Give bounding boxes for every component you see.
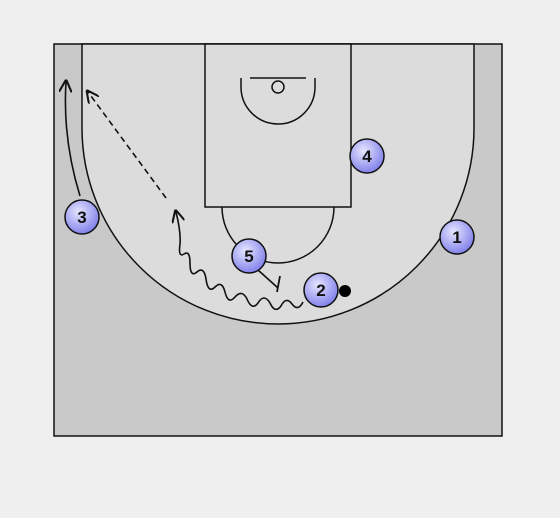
rim [271, 80, 285, 94]
pass-arrow [88, 92, 167, 199]
basketball [339, 285, 351, 297]
player-3[interactable]: 3 [64, 199, 100, 235]
svg-text:1: 1 [452, 228, 461, 247]
screen-bar-player-5 [276, 275, 281, 293]
svg-text:4: 4 [362, 147, 372, 166]
restricted-area-arc [240, 78, 316, 125]
screen-path-player-5 [257, 269, 279, 289]
dribble-arrow-player-2 [176, 212, 304, 311]
player-5[interactable]: 5 [231, 238, 267, 274]
svg-text:2: 2 [316, 281, 325, 300]
svg-text:3: 3 [77, 208, 86, 227]
free-throw-circle [221, 206, 335, 264]
svg-text:5: 5 [244, 247, 253, 266]
player-2[interactable]: 2 [303, 272, 339, 308]
player-4[interactable]: 4 [349, 138, 385, 174]
cut-arrow-player-3 [65, 82, 81, 197]
free-throw-lane [204, 43, 352, 208]
player-1[interactable]: 1 [439, 219, 475, 255]
